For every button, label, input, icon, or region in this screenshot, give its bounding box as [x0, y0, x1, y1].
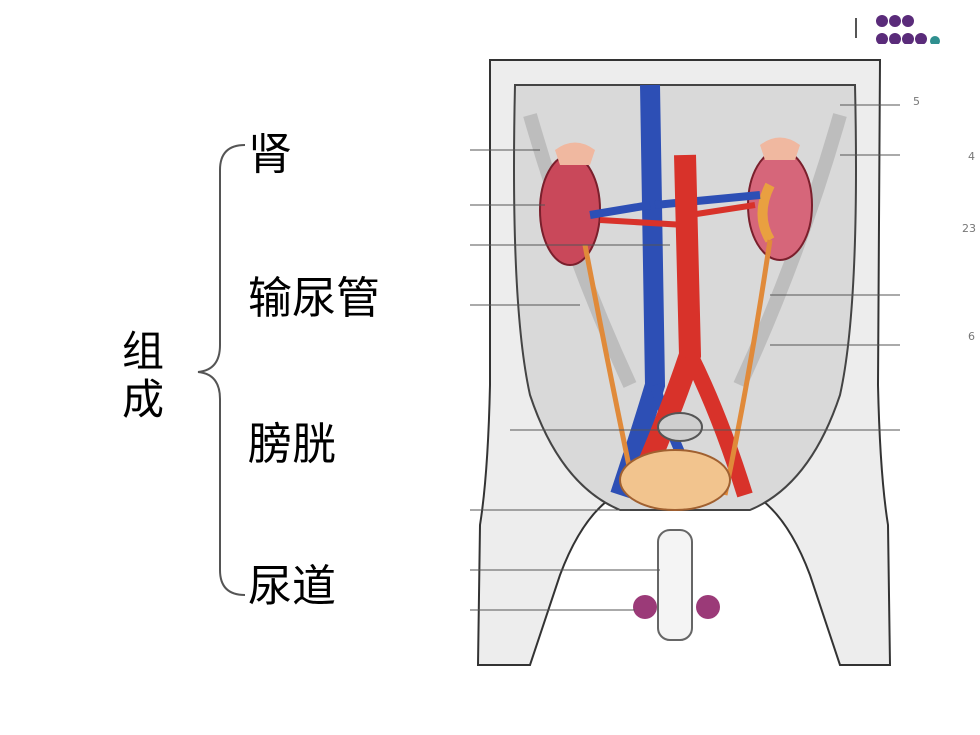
figure-side-number: 6	[968, 330, 975, 343]
component-item-bladder: 膀胱	[248, 419, 336, 470]
group-label: 组 成	[118, 328, 168, 424]
figure-side-number: 23	[962, 222, 976, 235]
group-label-char: 成	[121, 375, 164, 424]
figure-side-number: 5	[913, 95, 920, 108]
figure-side-number: 4	[968, 150, 975, 163]
component-item-ureter: 输尿管	[248, 273, 380, 324]
urinary-system-illustration	[470, 59, 900, 666]
component-item-kidney: 肾	[248, 129, 292, 180]
corner-dots-decoration	[876, 15, 940, 44]
group-label-char: 组	[121, 327, 164, 376]
component-item-urethra: 尿道	[248, 561, 336, 612]
corner-divider	[855, 18, 857, 38]
curly-brace	[197, 144, 246, 596]
